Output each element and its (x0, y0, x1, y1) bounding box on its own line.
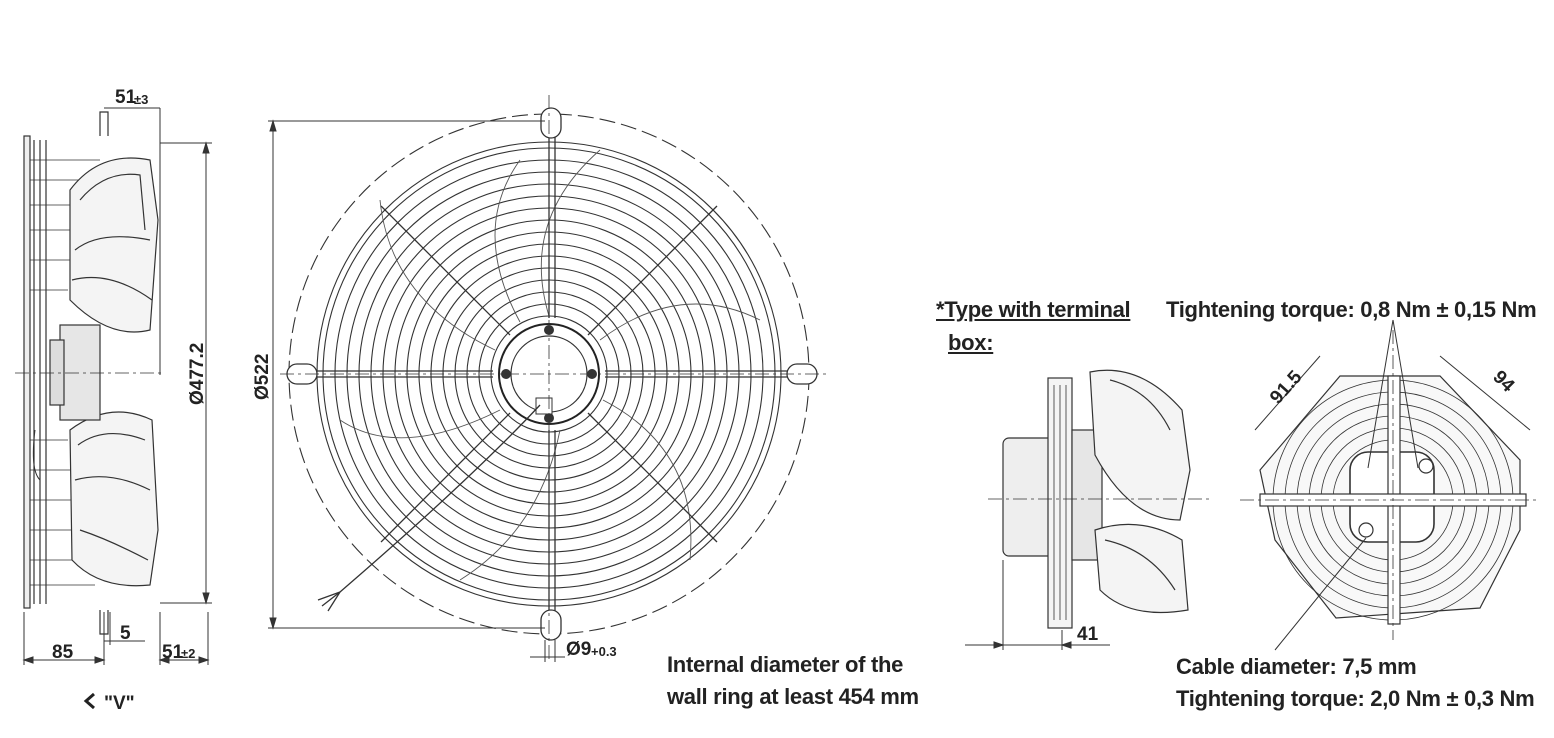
dim-hole-value: Ø9 (566, 639, 591, 660)
front-view-drawing: Ø522 Ø9 +0.3 (252, 95, 830, 662)
view-label: "V" (104, 693, 135, 714)
dim-top-tolerance: ±3 (134, 92, 148, 107)
dim-left-value: 85 (52, 642, 74, 663)
dim-depth-value: 41 (1077, 624, 1099, 645)
torque-bottom-note: Tightening torque: 2,0 Nm ± 0,3 Nm (1176, 686, 1535, 711)
wall-ring-note-line1: Internal diameter of the (667, 652, 904, 677)
dim-mid-value: 5 (120, 623, 131, 644)
dim-right-value: 51 (162, 642, 184, 663)
chevron-left-icon (83, 692, 95, 710)
dim-left-angle: 91.5 (1266, 366, 1307, 408)
side-view-drawing: 51 ±3 Ø477.2 85 5 51 ±2 "V" (15, 87, 212, 714)
terminal-box-note-line2: box: (948, 330, 994, 355)
dim-diameter-front: Ø522 (252, 354, 273, 400)
dim-diameter-side: Ø477.2 (187, 343, 208, 405)
dim-right-tolerance: ±2 (181, 646, 195, 661)
terminal-box-drawing: 41 91.5 94 (965, 319, 1540, 651)
dim-hole-tolerance: +0.3 (591, 644, 617, 659)
dim-top-value: 51 (115, 87, 137, 108)
wall-ring-note-line2: wall ring at least 454 mm (667, 684, 919, 709)
cable-diameter-note: Cable diameter: 7,5 mm (1176, 654, 1417, 679)
terminal-box-note-line1: *Type with terminal (936, 297, 1131, 322)
dim-right-angle: 94 (1488, 367, 1518, 397)
torque-top-note: Tightening torque: 0,8 Nm ± 0,15 Nm (1166, 297, 1537, 322)
